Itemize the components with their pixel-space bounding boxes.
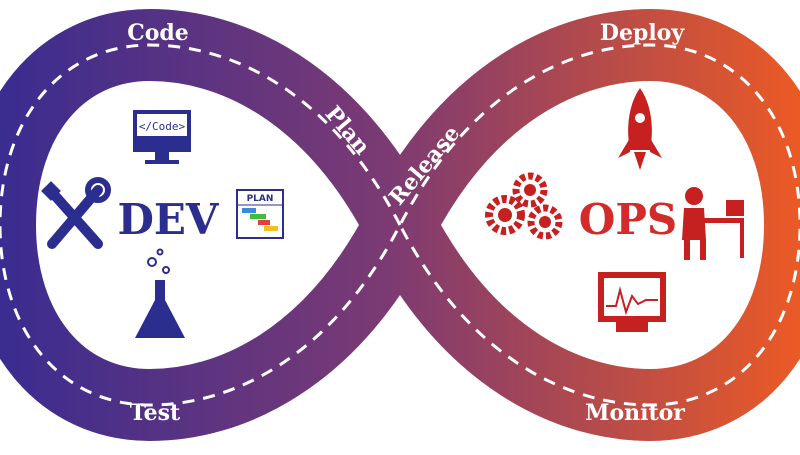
- dev-loop-interior: [40, 85, 345, 365]
- stage-code-label: Code: [127, 20, 189, 46]
- plan-chart-icon: PLAN: [236, 189, 284, 239]
- gears-icon: [485, 172, 563, 240]
- infinity-dashed-path: [0, 43, 800, 407]
- dev-label: DEV: [117, 195, 219, 244]
- code-monitor-text: </Code>: [139, 120, 186, 133]
- stage-deploy-label: Deploy: [600, 20, 685, 46]
- person-at-desk-icon: [682, 187, 744, 260]
- ops-loop-interior: [455, 85, 760, 365]
- code-monitor-icon: </Code>: [133, 110, 191, 164]
- dev-section: </Code> DEV PLAN: [41, 110, 284, 338]
- stage-monitor-label: Monitor: [585, 400, 685, 426]
- ops-section: OPS: [485, 88, 744, 332]
- flask-icon: [135, 248, 185, 338]
- stage-test-label: Test: [130, 400, 181, 426]
- rocket-icon: [618, 88, 662, 170]
- plan-chart-icon-text: PLAN: [247, 194, 274, 204]
- monitoring-screen-icon: [598, 272, 666, 332]
- ops-label: OPS: [579, 195, 678, 244]
